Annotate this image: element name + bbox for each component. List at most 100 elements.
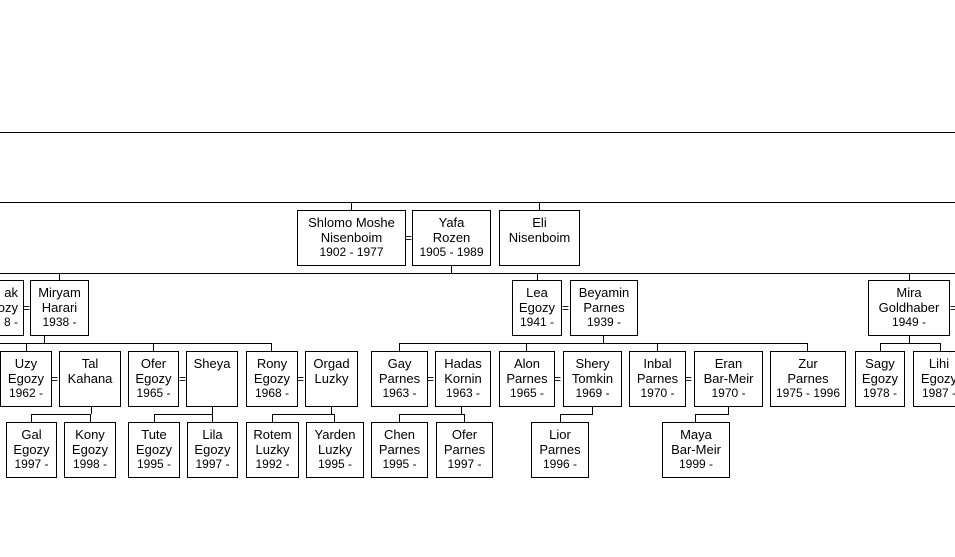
person-surname: ozy (0, 300, 18, 315)
person-dates: 1965 - (509, 386, 545, 400)
tree-line (272, 414, 335, 415)
person-box: Lihi Egozy 1987 - (913, 351, 955, 407)
person-surname: Egozy (861, 371, 899, 386)
tree-line (940, 343, 941, 351)
tree-line (880, 343, 881, 351)
marriage-marker: = (297, 372, 305, 386)
person-dates: 1939 - (586, 315, 622, 329)
tree-line (592, 407, 593, 414)
person-surname: Rozen (432, 230, 471, 245)
person-box: Eli Nisenboim (499, 210, 580, 266)
person-given-name: Tute (141, 427, 167, 442)
person-given-name: Lihi (928, 356, 950, 371)
person-surname: Kornin (444, 371, 482, 386)
person-given-name: Gay (387, 356, 412, 371)
marriage-marker: = (685, 372, 693, 386)
person-given-name: Sagy (865, 356, 895, 371)
person-given-name: Orgad (313, 356, 350, 371)
tree-line (59, 273, 60, 280)
person-dates: 8 - (3, 315, 18, 329)
person-box: Sagy Egozy 1978 - (855, 351, 905, 407)
person-surname: Egozy (135, 371, 172, 386)
marriage-marker: = (554, 372, 562, 386)
person-surname: Parnes (583, 300, 625, 315)
tree-line (537, 273, 538, 280)
tree-line (334, 414, 335, 422)
person-dates: 1995 - (136, 457, 172, 471)
person-dates: 1997 - (14, 457, 49, 471)
person-surname: Egozy (194, 442, 231, 457)
tree-line (539, 202, 540, 210)
person-surname: Kahana (67, 371, 113, 386)
person-dates: 1998 - (72, 457, 108, 471)
person-dates: 1963 - (445, 386, 481, 400)
person-surname: Bar-Meir (703, 371, 754, 386)
person-surname: Parnes (787, 371, 829, 386)
tree-line (909, 336, 910, 343)
person-given-name: Inbal (643, 356, 672, 371)
tree-line (212, 414, 213, 422)
person-surname: Luzky (318, 442, 352, 457)
tree-line (44, 336, 45, 343)
person-given-name: Chen (383, 427, 416, 442)
person-surname: Parnes (506, 371, 548, 386)
person-dates: 1970 - (711, 386, 746, 400)
tree-line (909, 273, 910, 280)
person-dates: 1963 - (382, 386, 417, 400)
tree-line (695, 414, 696, 422)
person-dates: 1996 - (542, 457, 578, 471)
person-surname: Egozy (135, 442, 173, 457)
person-surname: Egozy (71, 442, 109, 457)
person-box: Tal Kahana (59, 351, 121, 407)
person-given-name: Eli (532, 215, 547, 230)
marriage-marker: = (51, 372, 59, 386)
person-surname: Nisenboim (508, 230, 571, 245)
person-dates: 1969 - (575, 386, 610, 400)
person-dates: 1997 - (447, 457, 482, 471)
person-box: Miryam Harari 1938 - (30, 280, 89, 336)
person-dates: 1968 - (254, 386, 290, 400)
tree-line (0, 202, 955, 203)
person-dates: 1941 - (519, 315, 555, 329)
tree-line (31, 414, 91, 415)
tree-line (31, 414, 32, 422)
person-box: Inbal Parnes 1970 - (629, 351, 686, 407)
tree-line (807, 343, 808, 351)
person-box: Tute Egozy 1995 - (128, 422, 180, 478)
person-given-name: Maya (680, 427, 712, 442)
person-surname: Parnes (636, 371, 679, 386)
tree-line (0, 273, 955, 274)
person-box: Sheya (186, 351, 238, 407)
tree-line (154, 414, 213, 415)
person-box: Yarden Luzky 1995 - (306, 422, 364, 478)
person-dates: 1962 - (8, 386, 44, 400)
tree-line (26, 343, 27, 351)
person-box: Orgad Luzky (305, 351, 358, 407)
tree-line (695, 414, 729, 415)
tree-line (526, 343, 527, 351)
tree-line (399, 343, 400, 351)
person-given-name: Gal (21, 427, 42, 442)
tree-line (603, 336, 604, 343)
person-dates: 1965 - (136, 386, 171, 400)
person-surname: Egozy (13, 442, 50, 457)
person-box: Chen Parnes 1995 - (371, 422, 428, 478)
person-box: Beyamin Parnes 1939 - (570, 280, 638, 336)
person-given-name: Zur (798, 356, 818, 371)
person-dates: 1999 - (678, 457, 714, 471)
person-surname: Nisenboim (320, 230, 383, 245)
person-given-name: Yafa (438, 215, 465, 230)
person-given-name: ak (4, 285, 18, 300)
person-given-name: Lea (526, 285, 548, 300)
tree-line (560, 414, 593, 415)
tree-line (331, 407, 332, 414)
person-given-name: Rotem (253, 427, 292, 442)
person-dates: 1970 - (640, 386, 675, 400)
tree-line (351, 202, 352, 210)
person-box: Kony Egozy 1998 - (64, 422, 116, 478)
person-box: Lila Egozy 1997 - (187, 422, 238, 478)
person-dates: 1902 - 1977 (319, 245, 384, 259)
tree-line (399, 414, 465, 415)
marriage-marker: = (405, 231, 413, 245)
person-surname: Parnes (378, 442, 421, 457)
